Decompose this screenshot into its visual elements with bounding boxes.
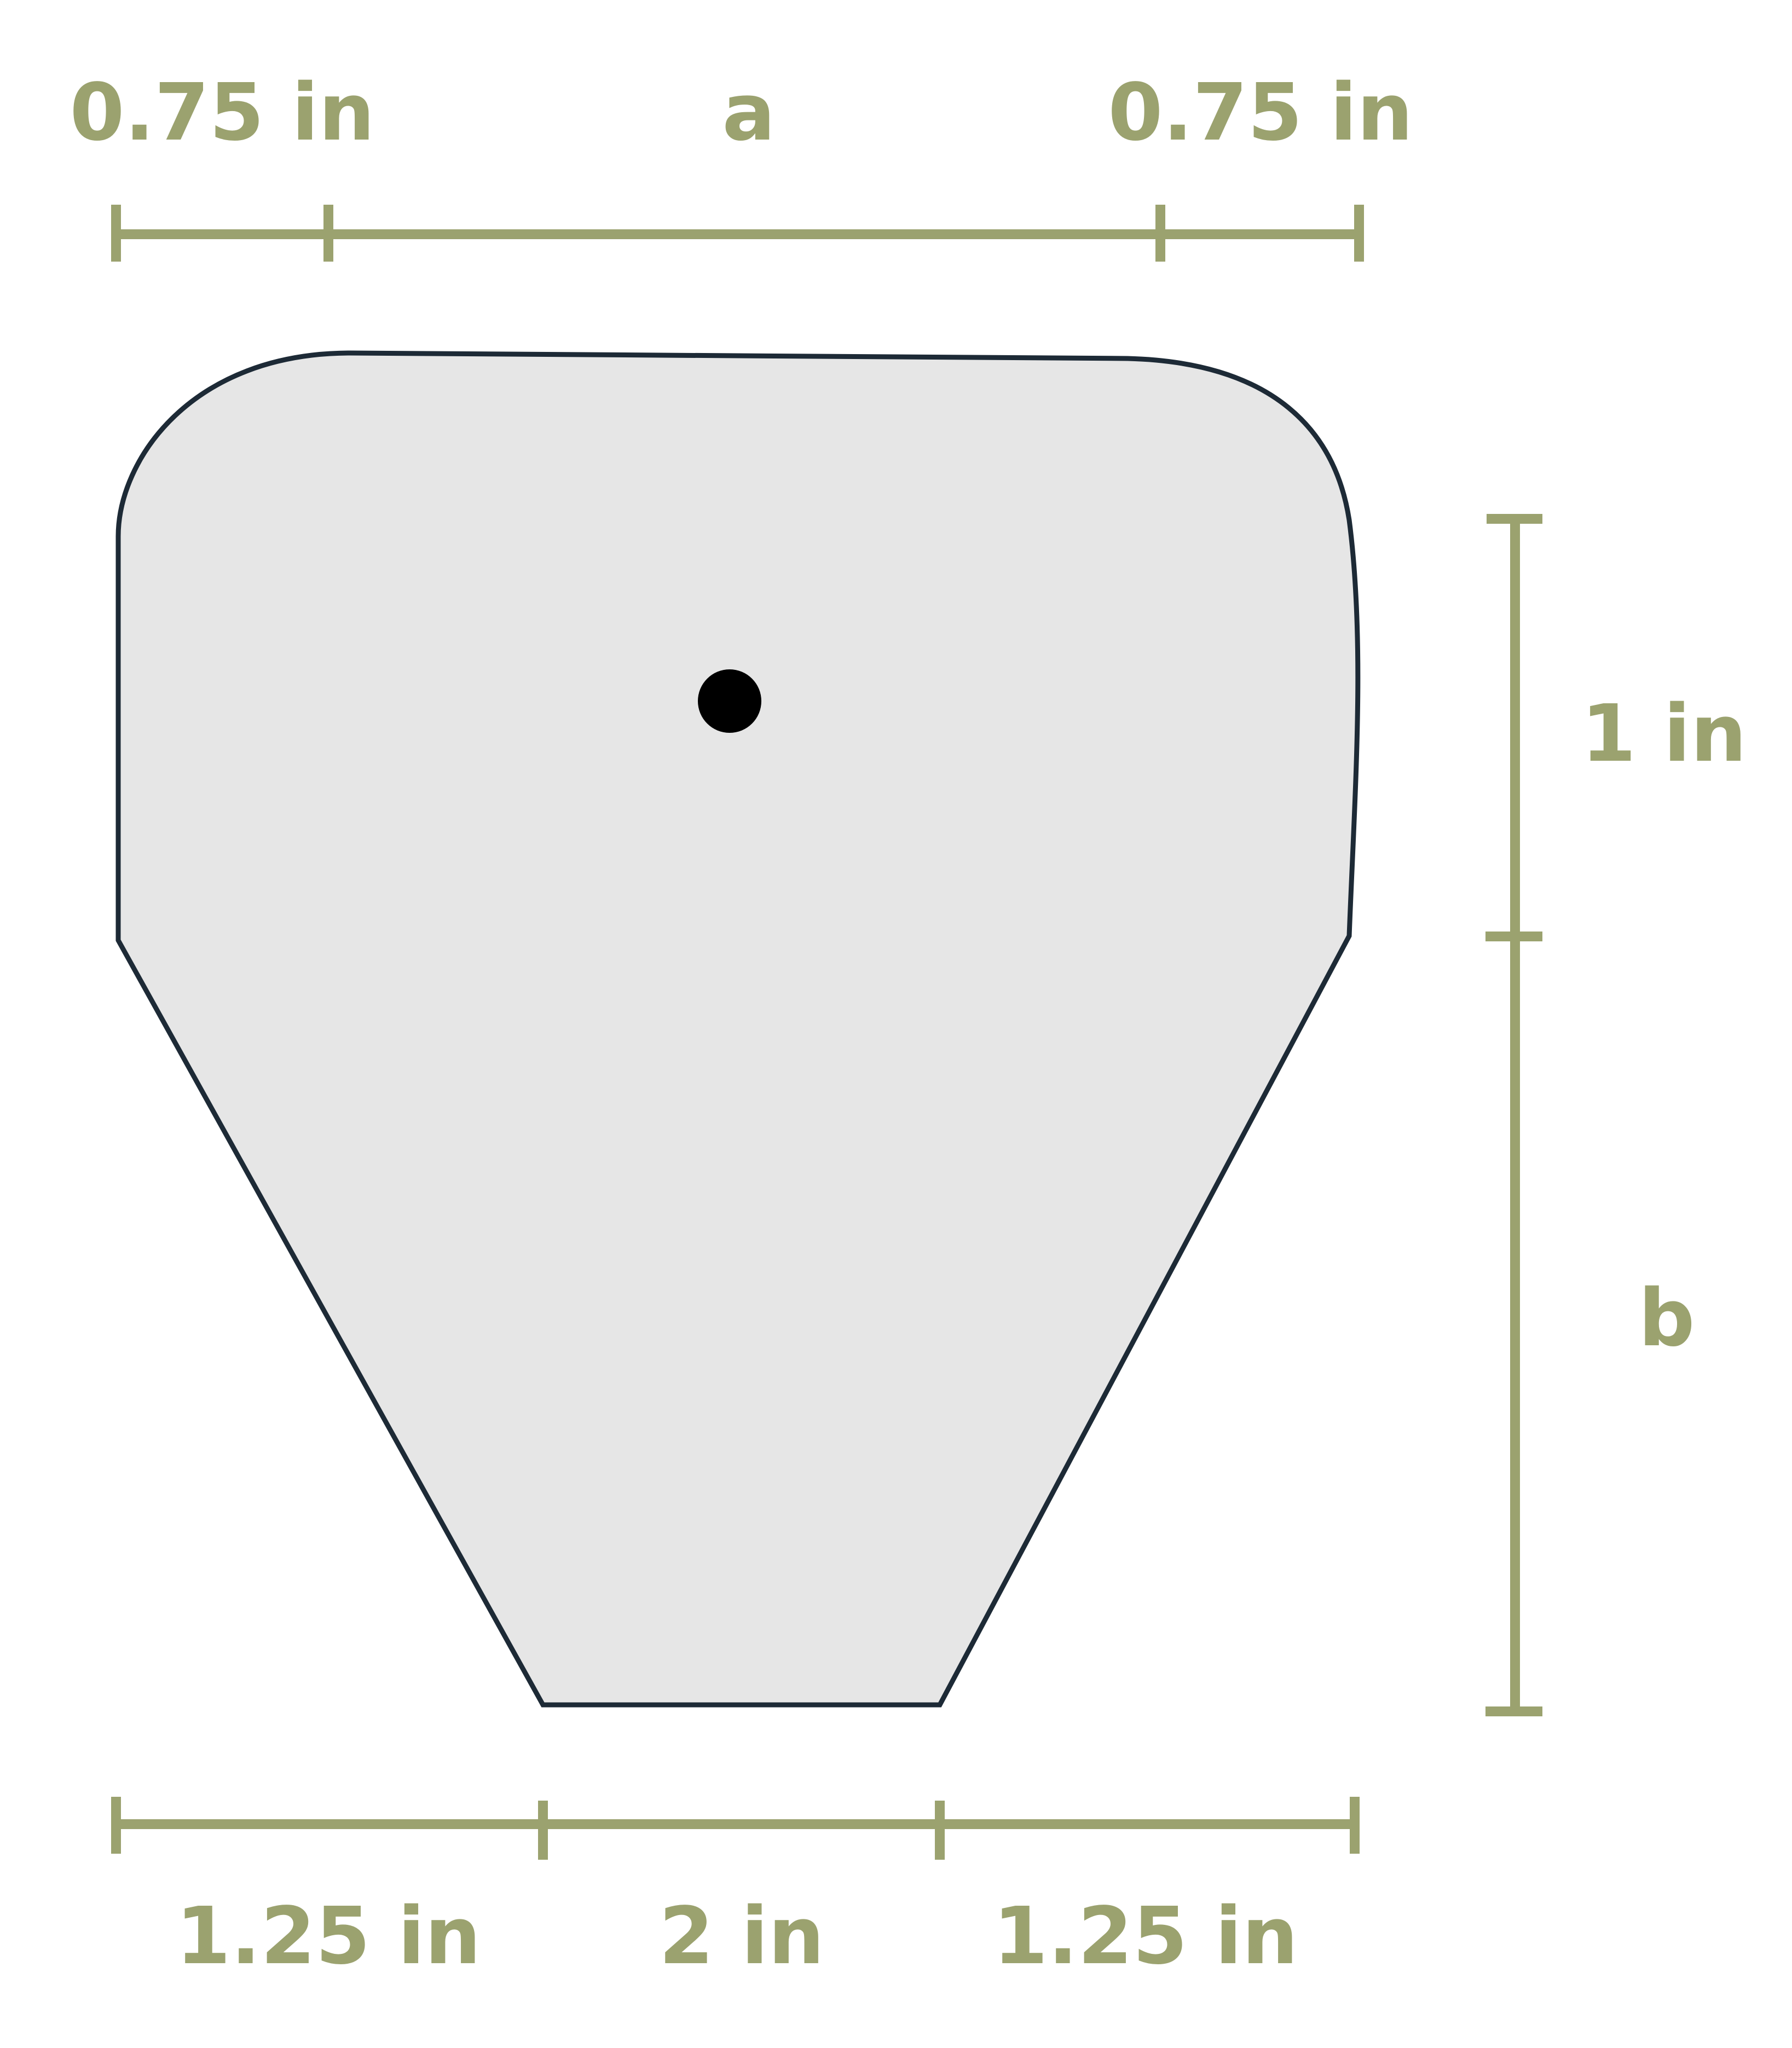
top-right-dimension-label: 0.75 in — [1108, 66, 1413, 158]
bottom-right-dimension-label: 1.25 in — [993, 1890, 1298, 1982]
bottom-dimension-line — [111, 1797, 1360, 1860]
right-dimension-line — [1485, 514, 1542, 1716]
top-middle-dimension-label: a — [722, 66, 775, 158]
right-upper-dimension-label: 1 in — [1581, 687, 1747, 779]
bottom-middle-dimension-label: 2 in — [659, 1890, 824, 1982]
centroid-point — [698, 669, 761, 733]
right-lower-dimension-label: b — [1638, 1272, 1695, 1364]
top-left-dimension-label: 0.75 in — [70, 66, 374, 158]
top-dimension-line — [111, 205, 1364, 262]
shape-outline — [115, 350, 1361, 1708]
bottom-left-dimension-label: 1.25 in — [176, 1890, 481, 1982]
